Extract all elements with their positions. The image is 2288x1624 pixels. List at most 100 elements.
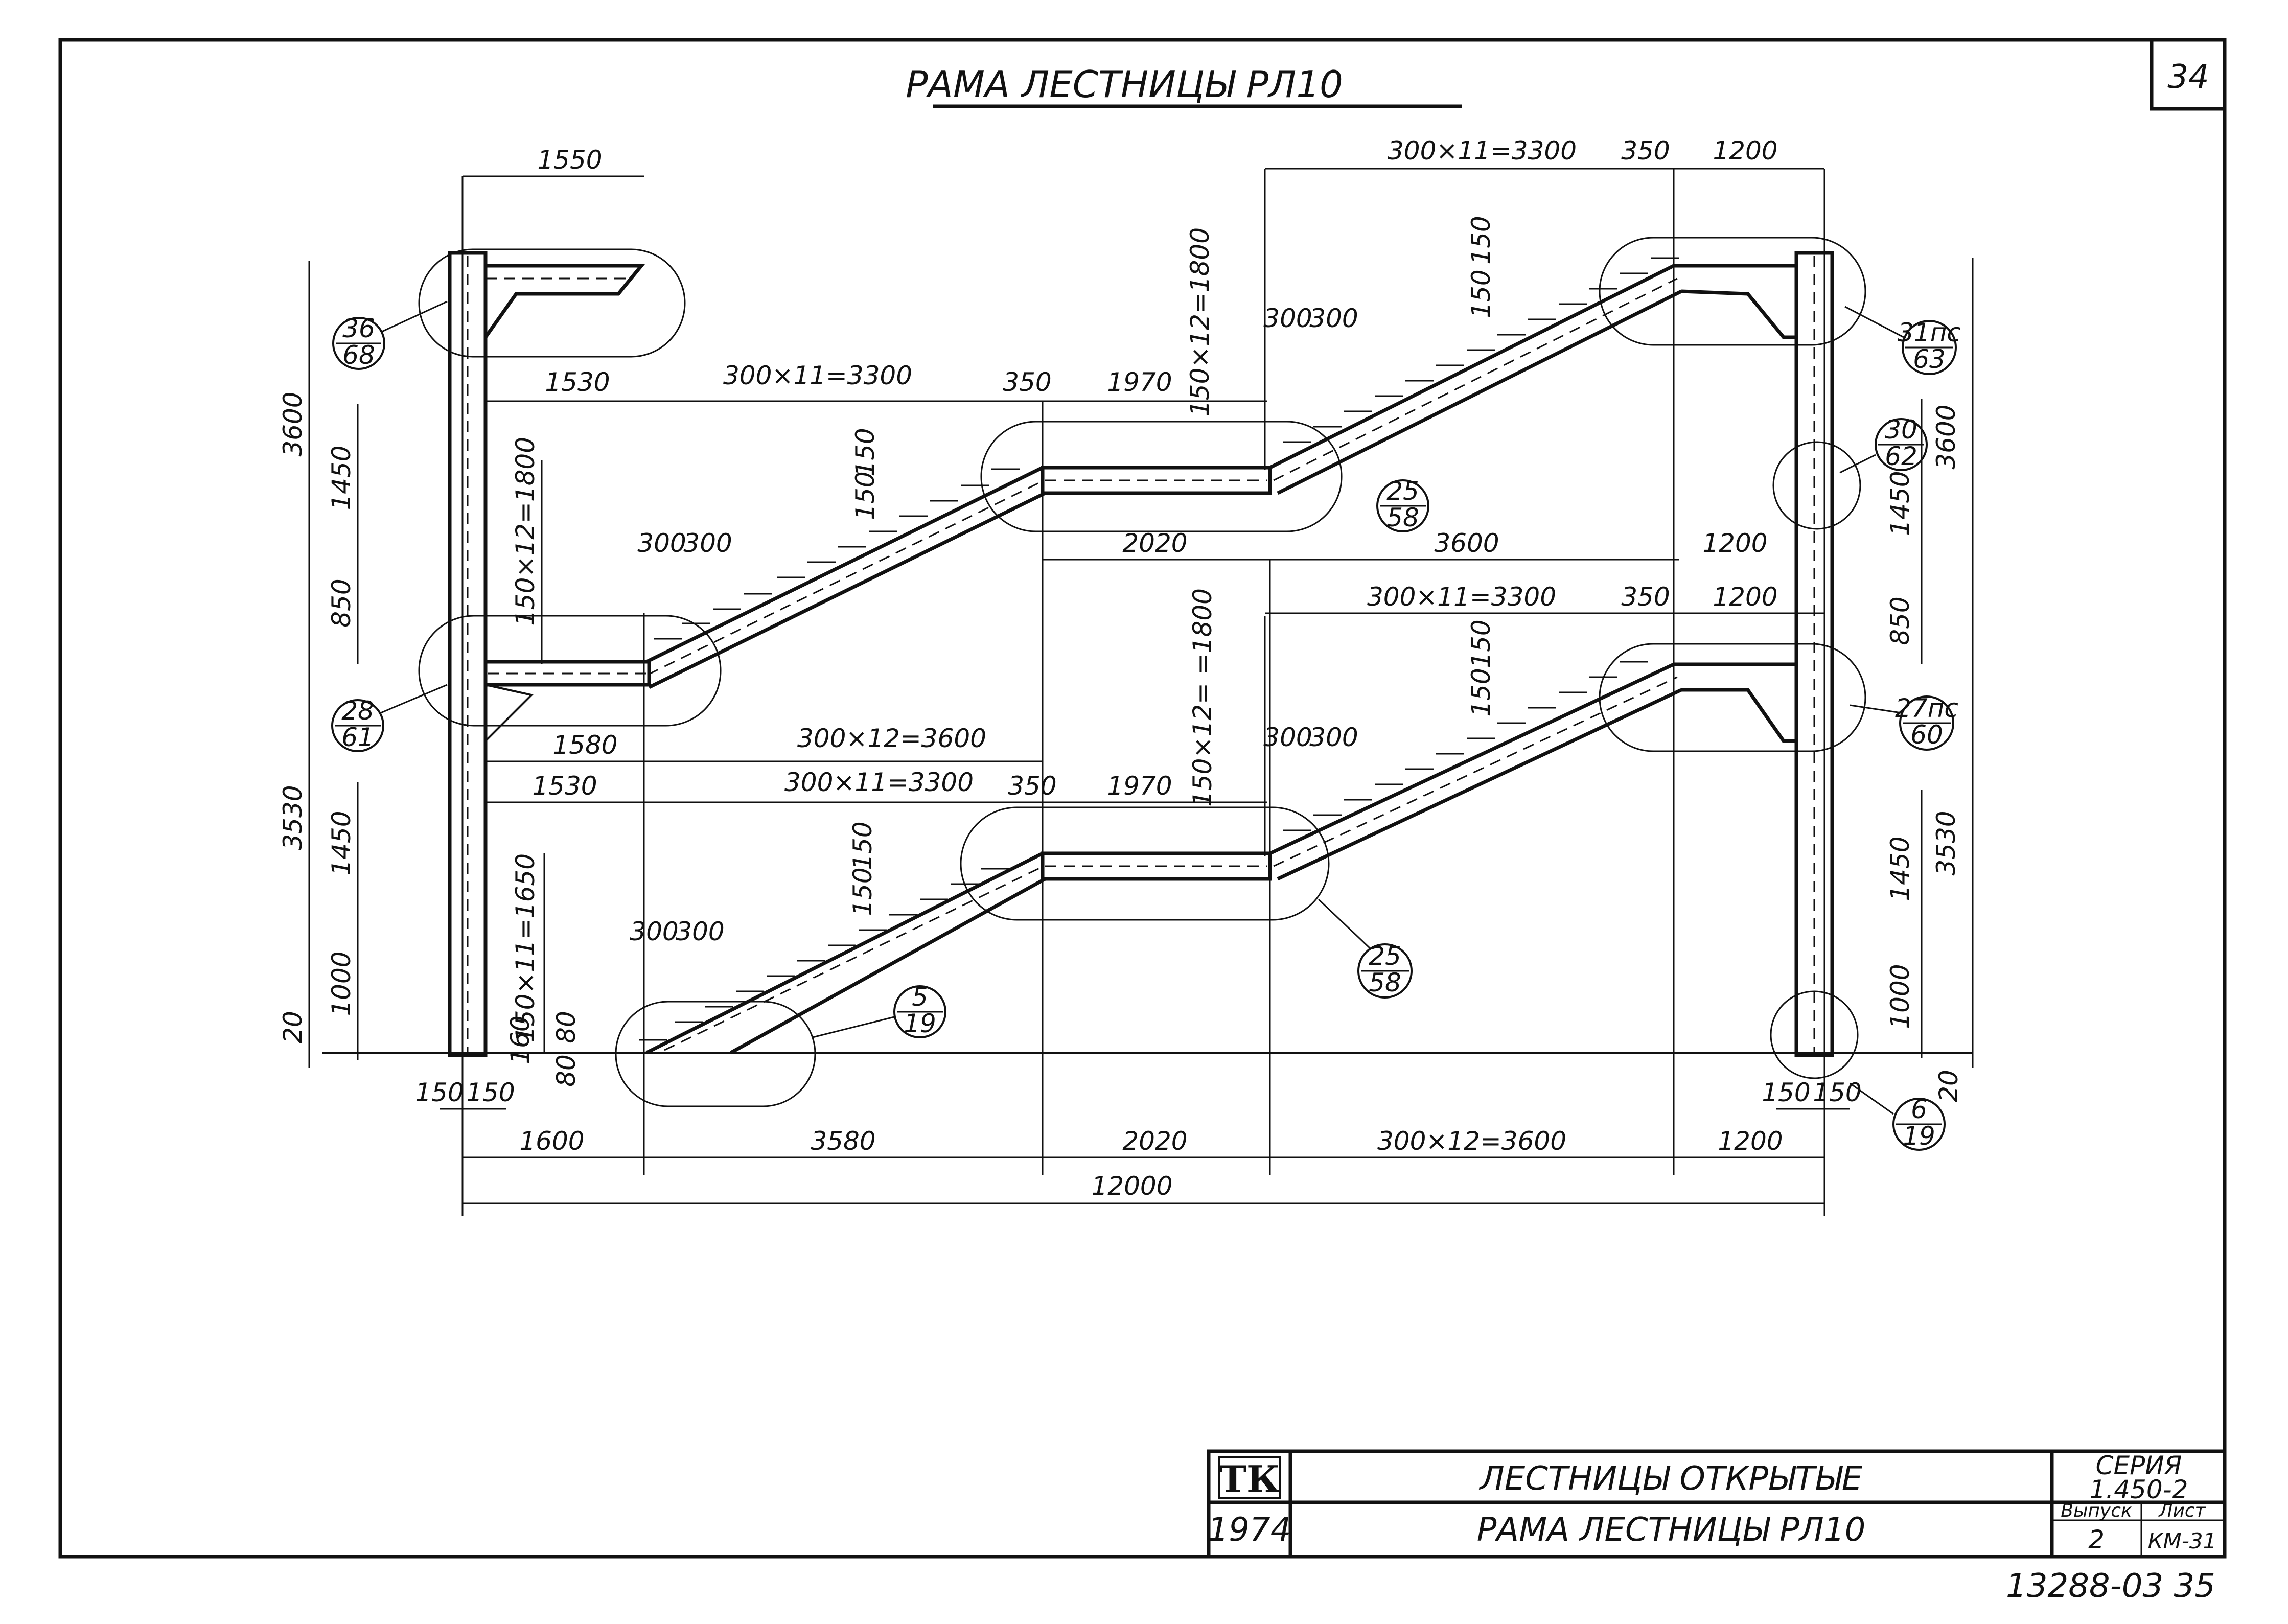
dim-col-150d: 150	[1813, 1078, 1861, 1107]
dim-tread-bot-a: 300	[630, 917, 678, 946]
dim-rise-low: 150×12= =1800	[1188, 588, 1217, 807]
svg-text:19: 19	[904, 1009, 936, 1038]
dim-low-run-top: 300×11=3300	[1367, 582, 1556, 612]
dim-bottom-run: 300×12=3600	[1377, 1126, 1566, 1156]
dim-step-top-a: 150	[1466, 216, 1496, 264]
callout-5-19: 5 19	[812, 982, 946, 1038]
dim-right-850: 850	[1885, 596, 1915, 645]
dim-right-1450-b: 1450	[1885, 836, 1915, 901]
dim-step-low-b: 150	[1466, 668, 1496, 716]
dim-tread-low-a: 300	[1263, 723, 1312, 752]
dim-top-1200: 1200	[1713, 136, 1777, 166]
dim-step-mid-a: 150	[850, 428, 880, 476]
callout-25-58-upper: 25 58	[1376, 476, 1429, 532]
dim-tread-top-a: 300	[1263, 304, 1312, 333]
drawing-title: РАМА ЛЕСТНИЦЫ РЛ10	[906, 63, 1462, 108]
callout-28-61: 28 61	[331, 684, 448, 752]
svg-text:60: 60	[1910, 720, 1943, 750]
lower-left-stringer	[645, 851, 1046, 1055]
upper-middle-landing	[1041, 466, 1272, 495]
dim-step-bot-a: 150	[848, 821, 877, 870]
svg-text:63: 63	[1913, 344, 1946, 374]
detail-markers	[418, 237, 1866, 1107]
svg-text:6: 6	[1911, 1095, 1927, 1124]
svg-text:62: 62	[1885, 442, 1917, 471]
dim-bot-350: 350	[1008, 771, 1056, 801]
dim-rise-top: 150×12=1800	[1185, 227, 1215, 416]
sheet-label: Лист	[2158, 1500, 2206, 1521]
svg-text:19: 19	[1903, 1121, 1935, 1151]
dim-mid-1970: 1970	[1107, 367, 1172, 397]
svg-text:58: 58	[1369, 968, 1401, 997]
sheet-value: КМ-31	[2148, 1528, 2217, 1553]
tk-logo: ТК	[1218, 1456, 1281, 1501]
dim-step-bot-b: 150	[848, 867, 877, 916]
middle-right-stringer	[1269, 662, 1798, 881]
dim-2020-mid: 2020	[1122, 528, 1187, 558]
dim-right-1450-a: 1450	[1885, 471, 1915, 536]
dim-rise-mid: 150×12=1800	[511, 437, 540, 626]
dim-bottom-1200: 1200	[1718, 1126, 1783, 1156]
dim-low-1200: 1200	[1713, 582, 1777, 612]
stair-steps	[639, 257, 1679, 1041]
dim-left-80a: 80	[551, 1011, 581, 1043]
upper-left-stringer	[645, 466, 1046, 689]
dim-low-350: 350	[1621, 582, 1670, 612]
dim-mid-1530: 1530	[545, 367, 610, 397]
callout-6-19: 6 19	[1850, 1082, 1946, 1151]
dim-tread-mid-a: 300	[637, 528, 686, 558]
sheet-border	[58, 38, 2227, 1559]
dim-top-run: 300×11=3300	[1388, 136, 1577, 166]
dim-tread-top-b: 300	[1309, 304, 1358, 333]
dim-overall: 12000	[1091, 1171, 1172, 1201]
title-block-name-1: ЛЕСТНИЦЫ ОТКРЫТЫЕ	[1479, 1460, 1863, 1498]
svg-text:ТК: ТК	[1219, 1457, 1280, 1501]
dim-left-80b: 80	[551, 1054, 581, 1087]
svg-text:30: 30	[1885, 415, 1917, 445]
issue-value: 2	[2088, 1525, 2105, 1555]
sheet-number: 34	[2167, 58, 2209, 96]
scan-code: 13288-03 35	[2006, 1567, 2215, 1605]
dim-step-mid-b: 150	[850, 471, 880, 520]
svg-text:28: 28	[341, 696, 374, 726]
dim-top-350: 350	[1621, 136, 1670, 166]
dim-col-150b: 150	[466, 1078, 515, 1107]
svg-text:25: 25	[1386, 476, 1419, 506]
dim-right-20: 20	[1934, 1070, 1963, 1102]
svg-text:61: 61	[341, 723, 374, 752]
lower-middle-landing	[1041, 851, 1272, 881]
callout-27pc-60: 27пс 60	[1850, 693, 1958, 751]
dim-left-1450-b: 1450	[327, 810, 356, 875]
top-left-bracket	[484, 264, 645, 339]
svg-text:31пс: 31пс	[1898, 318, 1961, 347]
svg-text:68: 68	[342, 340, 375, 370]
dim-right-3600: 3600	[1931, 404, 1961, 469]
svg-text:36: 36	[342, 314, 375, 343]
issue-label: Выпуск	[2061, 1500, 2132, 1521]
right-column	[1794, 251, 1834, 1057]
dim-mid-run: 300×11=3300	[723, 361, 912, 390]
dimension-labels: 1550 300×11=3300 350 1200 1530 300×11=33…	[278, 136, 1963, 1201]
dim-tread-bot-b: 300	[676, 917, 724, 946]
upper-left-landing	[483, 660, 651, 742]
dim-rise-bottom: 150×11=1650	[511, 853, 540, 1042]
series-value: 1.450-2	[2090, 1475, 2188, 1504]
dim-left-160: 160	[505, 1015, 535, 1064]
dim-left-3600: 3600	[278, 391, 308, 456]
dim-1580: 1580	[552, 730, 617, 760]
series-label: СЕРИЯ	[2096, 1451, 2182, 1480]
dim-bottom-3580: 3580	[811, 1126, 875, 1156]
year-label: 1974	[1208, 1511, 1291, 1549]
dim-bot-1970: 1970	[1107, 771, 1172, 801]
dim-tread-mid-b: 300	[683, 528, 732, 558]
dim-1200-mid: 1200	[1702, 528, 1767, 558]
drawing-title-text: РАМА ЛЕСТНИЦЫ РЛ10	[906, 63, 1343, 106]
dimension-lines	[308, 168, 1974, 1216]
dim-left-3530: 3530	[278, 785, 308, 850]
callout-30-62: 30 62	[1839, 415, 1928, 474]
dim-col-150a: 150	[415, 1078, 464, 1107]
dim-right-1000: 1000	[1885, 964, 1915, 1029]
dim-bottom-2020: 2020	[1122, 1126, 1187, 1156]
dim-right-3530: 3530	[1931, 810, 1961, 875]
